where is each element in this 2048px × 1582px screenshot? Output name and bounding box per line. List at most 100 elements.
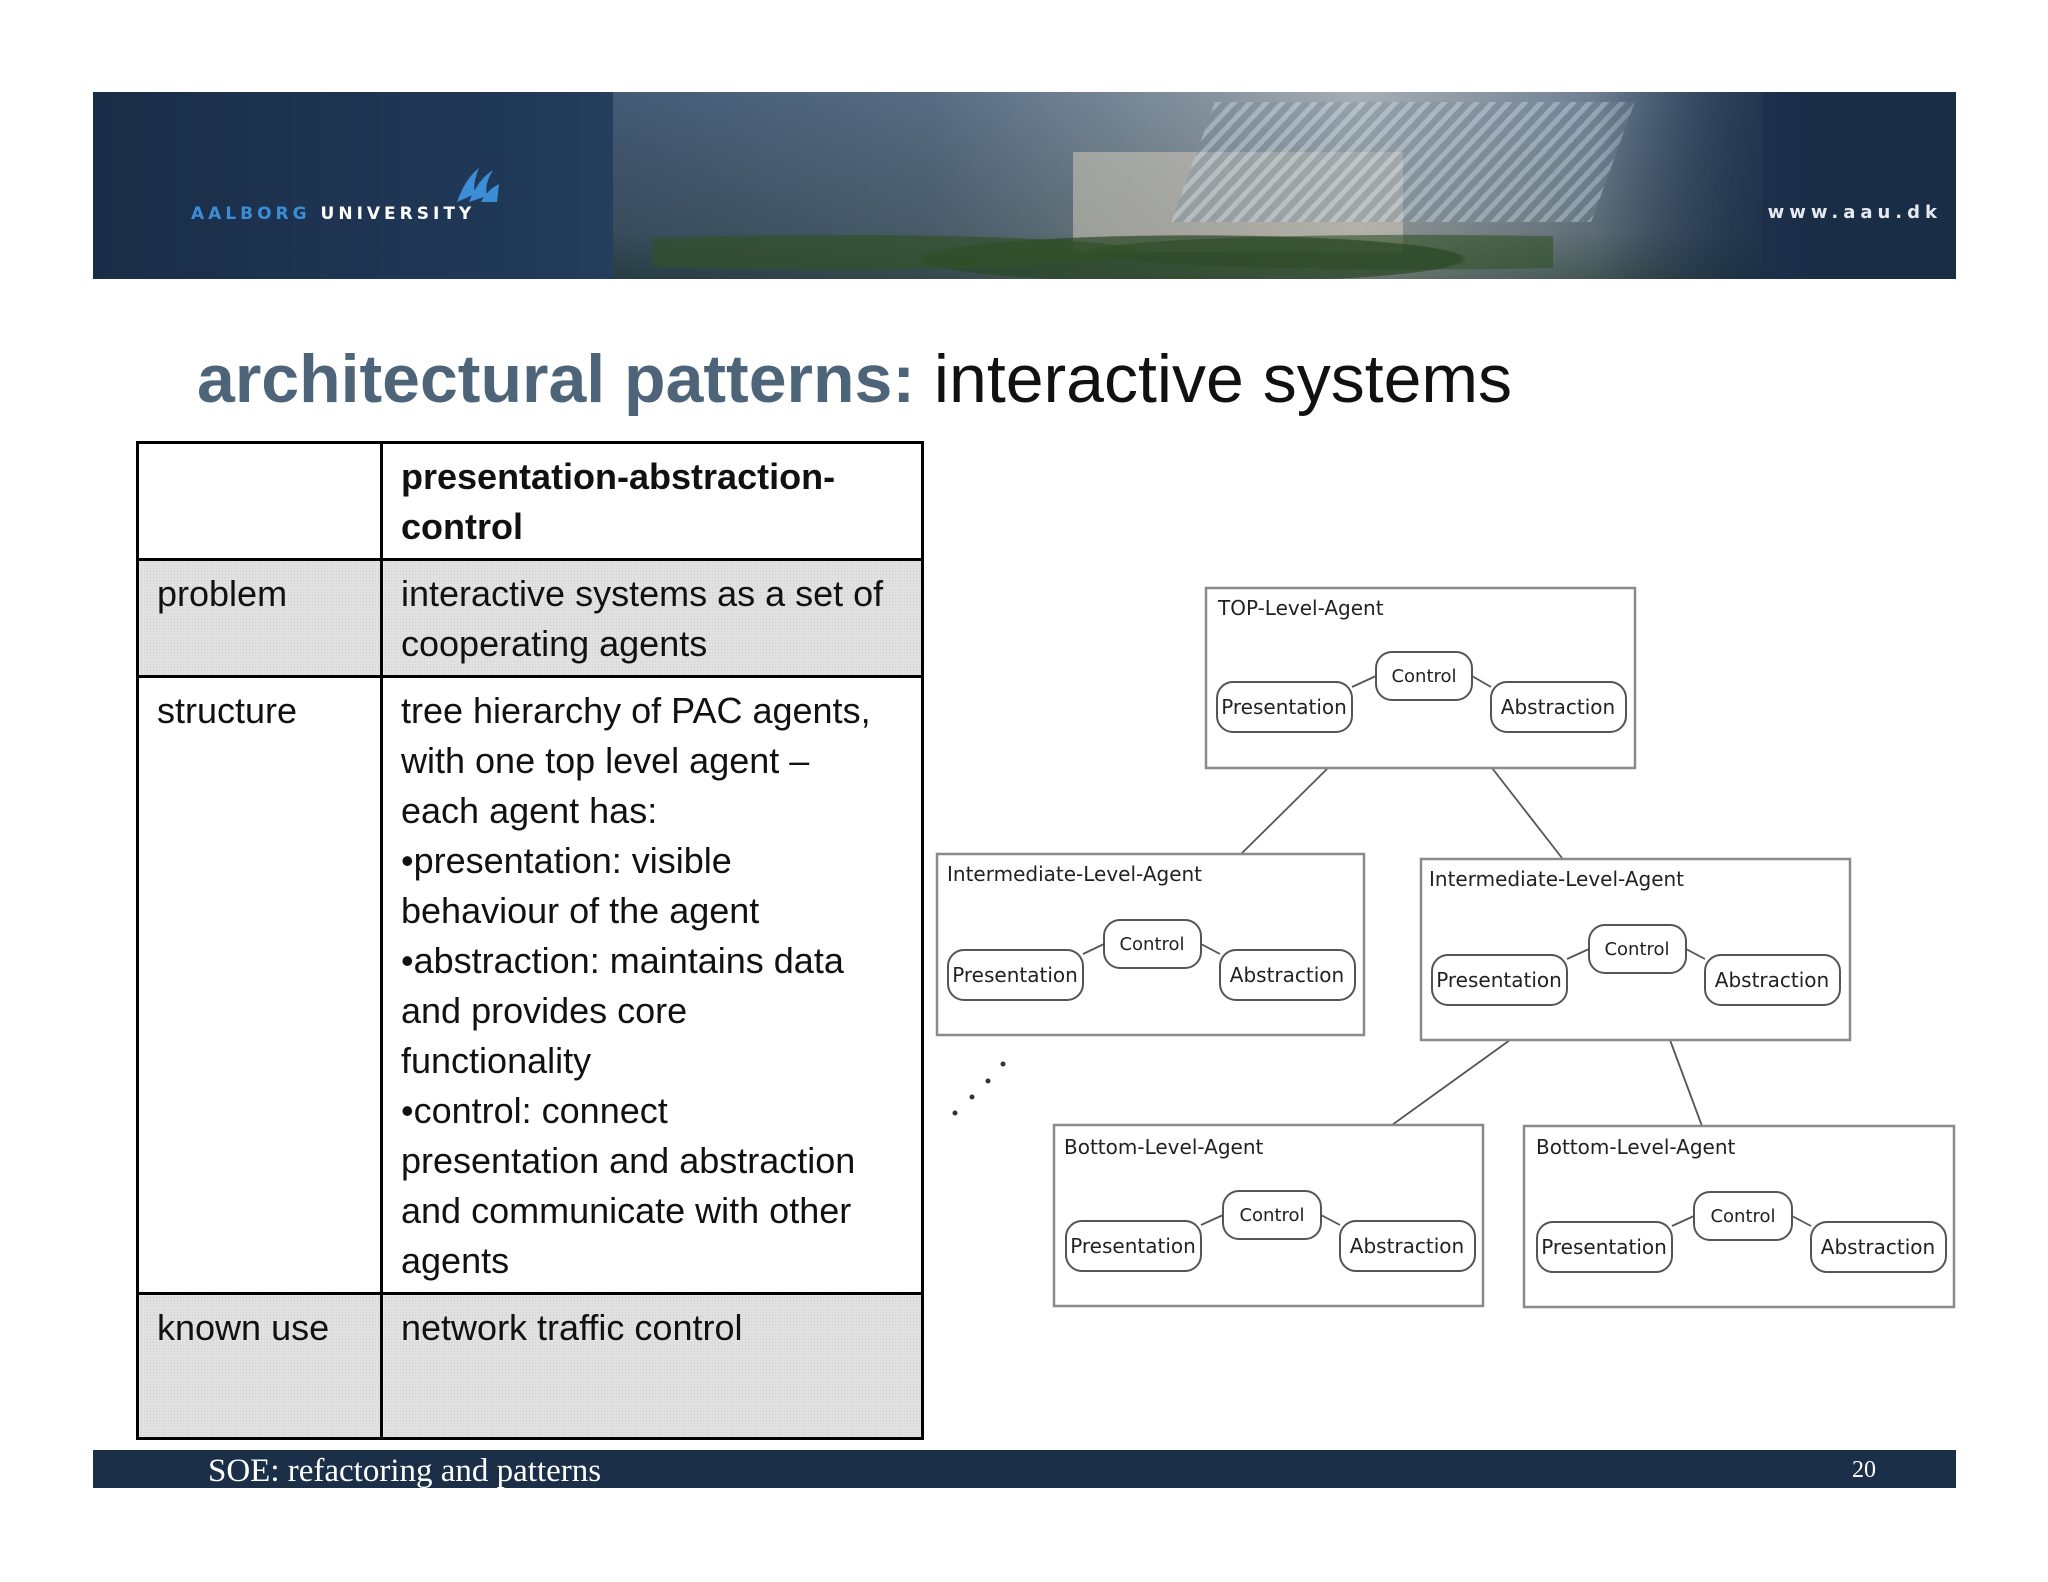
content-line: behaviour of the agent — [401, 890, 760, 931]
abstraction-label: Abstraction — [1350, 1234, 1464, 1258]
table-header-pattern-name: presentation-abstraction- control — [380, 441, 924, 561]
content-line: tree hierarchy of PAC agents, — [401, 690, 871, 731]
abstraction-node — [1704, 954, 1841, 1006]
content-line: •control: connect — [401, 1090, 668, 1131]
node-link — [1200, 943, 1221, 955]
node-link — [1471, 675, 1492, 688]
presentation-node — [1065, 1220, 1202, 1272]
tree-connector — [1669, 1039, 1703, 1127]
banner-fade — [1596, 92, 1956, 279]
header-line: control — [401, 506, 523, 547]
presentation-node — [1536, 1221, 1673, 1273]
abstraction-label: Abstraction — [1501, 695, 1615, 719]
node-link — [1082, 943, 1105, 955]
content-line: network traffic control — [401, 1307, 743, 1348]
header-line: presentation-abstraction- — [401, 456, 836, 497]
control-node — [1375, 651, 1473, 701]
row-content: tree hierarchy of PAC agents, with one t… — [380, 675, 924, 1295]
control-label: Control — [1604, 939, 1669, 960]
presentation-label: Presentation — [1436, 968, 1562, 992]
pattern-table: presentation-abstraction- control proble… — [136, 441, 924, 1440]
presentation-node — [1216, 681, 1353, 733]
node-link — [1671, 1215, 1695, 1227]
control-label: Control — [1239, 1205, 1304, 1226]
agent-intermediate-left: Intermediate-Level-Agent Presentation Co… — [935, 852, 1366, 1037]
agent-bottom-right: Bottom-Level-Agent Presentation Control … — [1522, 1124, 1956, 1309]
brand-aalborg: AALBORG — [191, 204, 311, 224]
header-banner: AALBORG UNIVERSITY www.aau.dk — [93, 92, 1956, 279]
control-label: Control — [1119, 934, 1184, 955]
abstraction-label: Abstraction — [1230, 963, 1344, 987]
row-content: interactive systems as a set of cooperat… — [380, 558, 924, 678]
table-header-empty-cell — [136, 441, 383, 561]
table-row-known-use: known use network traffic control — [136, 1292, 924, 1440]
more-agents-ellipsis — [952, 1061, 1006, 1116]
campus-photo-trees — [653, 212, 1553, 279]
footer-bar: SOE: refactoring and patterns 20 — [93, 1450, 1956, 1488]
abstraction-node — [1339, 1220, 1476, 1272]
agent-top-level: TOP-Level-Agent Presentation Control Abs… — [1204, 586, 1637, 770]
node-link — [1791, 1215, 1812, 1227]
brand-university: UNIVERSITY — [320, 204, 476, 224]
footer-course-title: SOE: refactoring and patterns — [208, 1453, 602, 1488]
slide-title: architectural patterns: interactive syst… — [197, 340, 1512, 418]
table-header-row: presentation-abstraction- control — [136, 441, 924, 561]
content-line: interactive systems as a set of — [401, 573, 884, 614]
node-link — [1320, 1214, 1341, 1226]
control-node — [1222, 1190, 1322, 1240]
content-line: each agent has: — [401, 790, 658, 831]
content-line: functionality — [401, 1040, 592, 1081]
content-line: agents — [401, 1240, 510, 1281]
control-label: Control — [1391, 666, 1456, 687]
abstraction-node — [1219, 949, 1356, 1001]
tree-connector — [1491, 767, 1563, 859]
tree-connector — [1240, 767, 1329, 855]
row-label: known use — [136, 1292, 383, 1440]
presentation-label: Presentation — [1541, 1235, 1667, 1259]
node-link — [1200, 1214, 1224, 1226]
control-node — [1588, 924, 1687, 974]
node-link — [1566, 948, 1590, 960]
table-row-problem: problem interactive systems as a set of … — [136, 558, 924, 678]
presentation-node — [947, 949, 1084, 1001]
title-regular: interactive systems — [933, 341, 1513, 417]
page-number: 20 — [1852, 1457, 1876, 1483]
tree-connector — [1391, 1039, 1511, 1126]
row-label: structure — [136, 675, 383, 1295]
university-name: AALBORG UNIVERSITY — [191, 204, 475, 224]
agent-bottom-left: Bottom-Level-Agent Presentation Control … — [1052, 1123, 1485, 1308]
node-link — [1685, 948, 1706, 960]
abstraction-label: Abstraction — [1821, 1235, 1935, 1259]
agent-title: TOP-Level-Agent — [1217, 596, 1384, 620]
agent-title: Intermediate-Level-Agent — [947, 862, 1202, 886]
agent-title: Bottom-Level-Agent — [1064, 1135, 1264, 1159]
content-line: •presentation: visible — [401, 840, 732, 881]
control-node — [1103, 919, 1202, 969]
content-line: •abstraction: maintains data — [401, 940, 844, 981]
table-row-structure: structure tree hierarchy of PAC agents, … — [136, 675, 924, 1295]
abstraction-node — [1490, 681, 1627, 733]
abstraction-node — [1810, 1221, 1947, 1273]
presentation-label: Presentation — [952, 963, 1078, 987]
university-logo-icon — [457, 168, 499, 202]
presentation-label: Presentation — [1221, 695, 1347, 719]
agent-title: Bottom-Level-Agent — [1536, 1135, 1736, 1159]
title-bold: architectural patterns: — [197, 341, 915, 417]
row-content: network traffic control — [380, 1292, 924, 1440]
agent-intermediate-right: Intermediate-Level-Agent Presentation Co… — [1419, 857, 1852, 1042]
content-line: and communicate with other — [401, 1190, 852, 1231]
abstraction-label: Abstraction — [1715, 968, 1829, 992]
content-line: cooperating agents — [401, 623, 708, 664]
presentation-label: Presentation — [1070, 1234, 1196, 1258]
content-line: presentation and abstraction — [401, 1140, 856, 1181]
presentation-node — [1431, 954, 1568, 1006]
content-line: and provides core — [401, 990, 688, 1031]
agent-title: Intermediate-Level-Agent — [1429, 867, 1684, 891]
website-url[interactable]: www.aau.dk — [1767, 202, 1942, 223]
control-node — [1693, 1191, 1793, 1241]
control-label: Control — [1710, 1206, 1775, 1227]
row-label: problem — [136, 558, 383, 678]
node-link — [1351, 675, 1377, 688]
content-line: with one top level agent – — [401, 740, 810, 781]
